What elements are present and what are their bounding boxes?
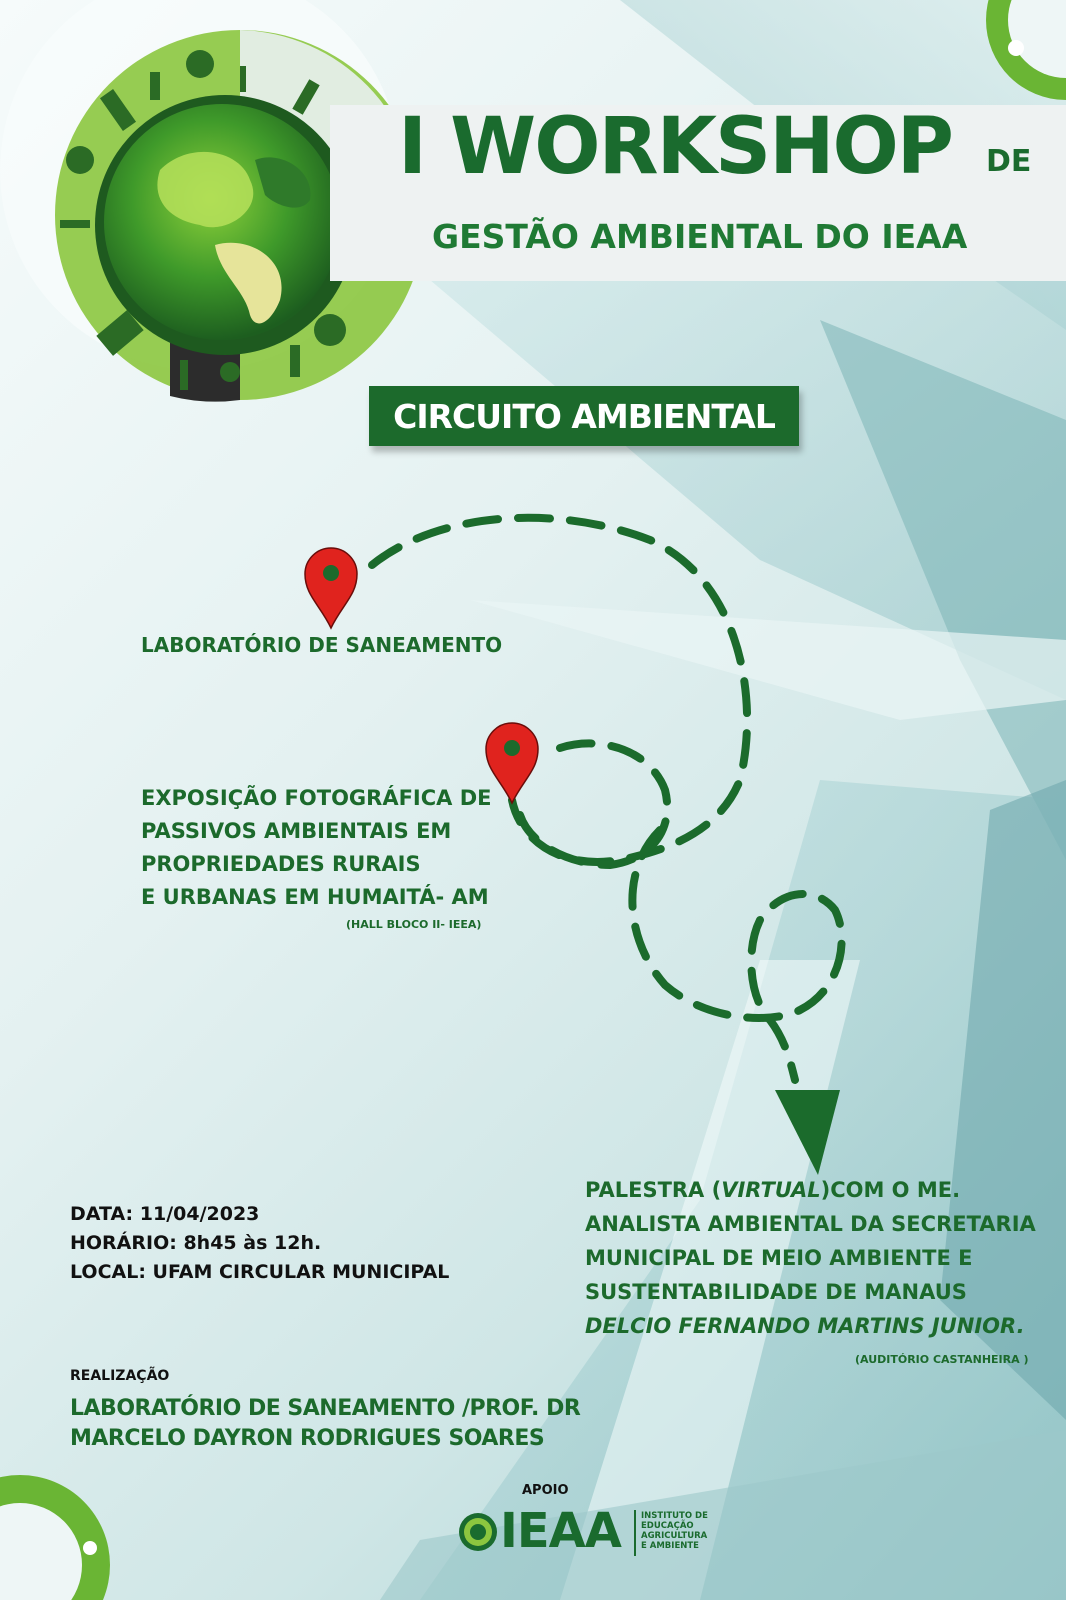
event-time: HORÁRIO: 8h45 às 12h. — [70, 1232, 322, 1254]
title-banner — [330, 105, 1066, 281]
stop-2-location-note: (HALL BLOCO II- IEEA) — [346, 918, 482, 931]
ieaa-desc-line: INSTITUTO DE — [641, 1511, 708, 1521]
organizer-label: REALIZAÇÃO — [70, 1368, 170, 1384]
talk-suffix: )COM O ME. — [820, 1178, 961, 1202]
ieaa-desc-line: E AMBIENTE — [641, 1541, 699, 1551]
ieaa-desc-line: AGRICULTURA — [641, 1531, 708, 1541]
circuit-path — [368, 513, 846, 1084]
stop-1-label: LABORATÓRIO DE SANEAMENTO — [141, 633, 503, 657]
talk-line-3: MUNICIPAL DE MEIO AMBIENTE E — [585, 1246, 973, 1270]
speaker-name: DELCIO FERNANDO MARTINS JUNIOR. — [585, 1309, 1036, 1343]
stop-2-label: EXPOSIÇÃO FOTOGRÁFICA DE PASSIVOS AMBIEN… — [141, 782, 492, 914]
page-subtitle: GESTÃO AMBIENTAL DO IEAA — [432, 217, 968, 256]
circuit-label: CIRCUITO AMBIENTAL — [369, 386, 799, 446]
organizer-text: LABORATÓRIO DE SANEAMENTO /PROF. DR MARC… — [70, 1394, 581, 1454]
organizer-line-1: LABORATÓRIO DE SANEAMENTO /PROF. DR — [70, 1396, 581, 1421]
stop-2-line: E URBANAS EM HUMAITÁ- AM — [141, 885, 489, 909]
ieaa-desc-line: EDUCAÇÃO — [641, 1521, 694, 1531]
talk-description: PALESTRA (VIRTUAL)COM O ME. ANALISTA AMB… — [585, 1173, 1036, 1343]
organizer-line-2: MARCELO DAYRON RODRIGUES SOARES — [70, 1426, 545, 1451]
support-label: APOIO — [522, 1483, 569, 1498]
stop-2-line: PROPRIEDADES RURAIS — [141, 852, 421, 876]
title-connector: DE — [986, 144, 1032, 179]
ieaa-seal-icon — [459, 1513, 497, 1551]
location-pin-2 — [485, 722, 539, 805]
logo-divider — [634, 1510, 636, 1556]
event-date: DATA: 11/04/2023 — [70, 1203, 260, 1225]
talk-line-1: PALESTRA (VIRTUAL)COM O ME. — [585, 1173, 1036, 1207]
talk-prefix: PALESTRA ( — [585, 1178, 722, 1202]
speaker-name-text: DELCIO FERNANDO MARTINS JUNIOR. — [585, 1314, 1025, 1338]
ieaa-logo-text: IEAA — [500, 1503, 622, 1559]
talk-line-2: ANALISTA AMBIENTAL DA SECRETARIA — [585, 1212, 1036, 1236]
talk-mode: VIRTUAL — [721, 1178, 821, 1202]
stop-2-line: PASSIVOS AMBIENTAIS EM — [141, 819, 452, 843]
event-info: DATA: 11/04/2023 HORÁRIO: 8h45 às 12h. L… — [70, 1200, 449, 1287]
event-place: LOCAL: UFAM CIRCULAR MUNICIPAL — [70, 1261, 450, 1283]
talk-line-4: SUSTENTABILIDADE DE MANAUS — [585, 1280, 967, 1304]
path-arrow — [775, 1090, 840, 1175]
stop-2-line: EXPOSIÇÃO FOTOGRÁFICA DE — [141, 786, 492, 810]
page-title: I WORKSHOP — [398, 102, 954, 192]
location-pin-1 — [304, 547, 358, 630]
talk-location-note: (AUDITÓRIO CASTANHEIRA ) — [855, 1353, 1029, 1366]
ieaa-logo-description: INSTITUTO DE EDUCAÇÃO AGRICULTURA E AMBI… — [641, 1511, 708, 1551]
